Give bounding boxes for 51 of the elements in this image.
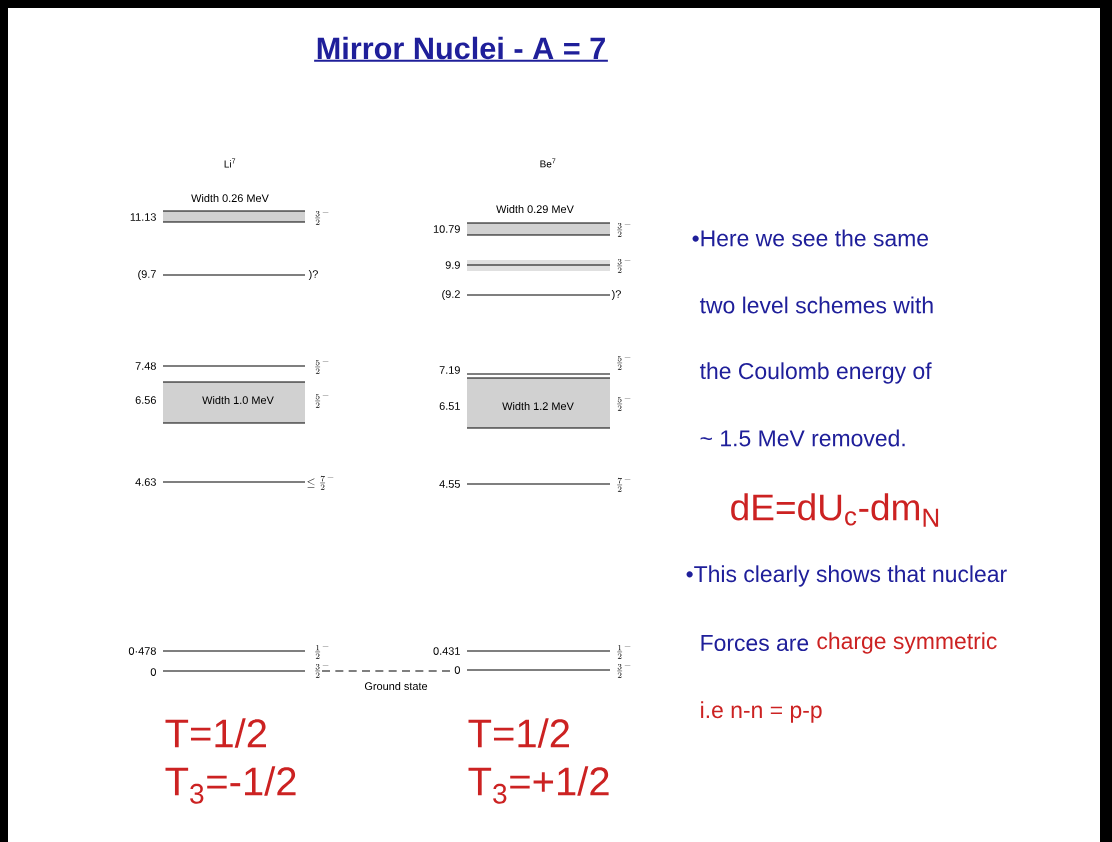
width-label: Width 1.0 MeV: [202, 396, 274, 404]
bullet-text: Forces are: [701, 635, 809, 651]
level-value: 11.13: [130, 213, 156, 221]
spin-label: $\tfrac{3}{2}^{-}$: [617, 222, 631, 237]
level-value: 10.79: [433, 225, 460, 233]
bullet-text: ~ 1.5 MeV removed.: [700, 429, 905, 447]
spin-label: $\tfrac{7}{2}^{-}$: [617, 477, 631, 492]
width-label: Width 1.2 MeV: [502, 402, 574, 410]
nucleus-label: Be$^{7}$: [540, 158, 556, 168]
spin-label: )?: [308, 269, 318, 281]
level-value: 0·478: [128, 647, 156, 655]
level-value: 7.19: [439, 366, 460, 374]
bullet-text: •This clearly shows that nuclear: [686, 565, 1007, 587]
bullet-text: the Coulomb energy of: [699, 362, 932, 384]
level-value: 0: [454, 666, 460, 674]
level-value: 6.56: [135, 396, 156, 404]
level-value: 0: [150, 668, 156, 676]
level-value: (9.2: [442, 289, 460, 301]
spin-label: )?: [611, 289, 621, 301]
spin-label: $\tfrac{5}{2}^{-}$: [315, 359, 329, 374]
spin-label: $\tfrac{1}{2}^{-}$: [315, 644, 329, 659]
level-value: 4.63: [135, 478, 156, 486]
bullet-text: i.e n-n = p-p: [701, 701, 822, 723]
isospin-label: T$_{3}$=+1/2: [468, 766, 609, 804]
nucleus-label: Li$^{7}$: [224, 158, 236, 168]
spin-label: $\tfrac{3}{2}^{-}$: [617, 258, 631, 273]
level-value: 0.431: [433, 647, 460, 655]
spin-label: $\tfrac{3}{2}^{-}$: [315, 210, 329, 225]
level-value: (9.7: [138, 269, 156, 281]
isospin-label: T=1/2: [165, 718, 266, 748]
spin-label: $\tfrac{3}{2}^{-}$: [617, 663, 631, 678]
spin-label: $\tfrac{5}{2}^{-}$: [617, 355, 631, 370]
width-label: Width 0.29 MeV: [496, 205, 574, 213]
spin-label: $\leq \tfrac{7}{2}^{-}$: [307, 475, 334, 490]
spin-label: $\tfrac{5}{2}^{-}$: [315, 393, 329, 408]
bullet-text: two level schemes with: [699, 296, 933, 314]
bullet-text: •Here we see the same: [692, 229, 928, 247]
level-value: 6.51: [439, 402, 460, 410]
spin-label: $\tfrac{3}{2}^{-}$: [315, 663, 329, 678]
isospin-label: T$_{3}$=-1/2: [165, 766, 296, 804]
level-value: 9.9: [445, 261, 460, 269]
ground-state-label: Ground state: [364, 682, 428, 690]
spin-label: $\tfrac{1}{2}^{-}$: [617, 644, 631, 659]
level-value: 4.55: [439, 480, 460, 488]
formula: dE=dU$_{c}$-dm$_{N}$: [731, 493, 939, 527]
title: Mirror Nuclei - A = 7: [313, 36, 609, 62]
isospin-label: T=1/2: [468, 718, 569, 748]
spin-label: $\tfrac{5}{2}^{-}$: [617, 396, 631, 411]
width-label: Width 0.26 MeV: [191, 194, 269, 202]
highlight-text: charge symmetric: [817, 632, 997, 654]
level-value: 7.48: [135, 362, 156, 370]
